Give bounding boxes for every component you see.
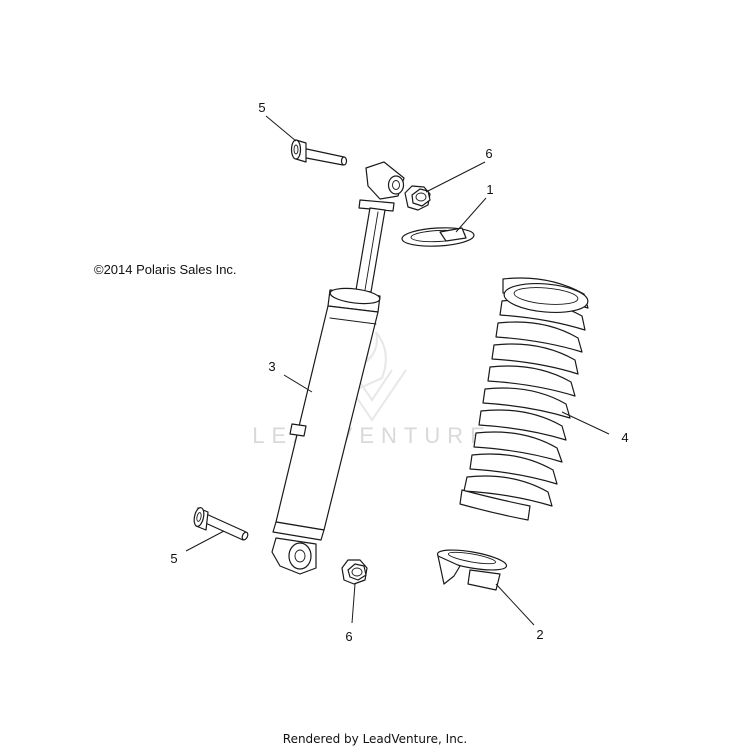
- coil-spring[interactable]: [459, 277, 589, 521]
- copyright-notice: ©2014 Polaris Sales Inc.: [94, 262, 237, 277]
- nut-bottom[interactable]: [341, 559, 368, 585]
- callout-3: 3: [268, 359, 275, 374]
- spring-seat[interactable]: [436, 546, 508, 591]
- callout-5-top: 5: [258, 100, 265, 115]
- callout-5-bottom: 5: [170, 551, 177, 566]
- shock-absorber[interactable]: [271, 161, 405, 575]
- callout-4: 4: [621, 430, 628, 445]
- callout-2: 2: [536, 627, 543, 642]
- rendered-by-footer: Rendered by LeadVenture, Inc.: [282, 732, 468, 746]
- watermark-text: LEADVENTURE: [252, 423, 492, 448]
- spring-retainer[interactable]: [401, 226, 475, 248]
- callout-numbers: 5 6 1 3 4 5 6 2: [170, 100, 628, 644]
- watermark: LEADVENTURE: [252, 328, 492, 448]
- leader-lines: [185, 115, 610, 626]
- nut-top[interactable]: [404, 185, 431, 211]
- callout-6-top: 6: [485, 146, 492, 161]
- callout-1: 1: [486, 182, 493, 197]
- bolt-top[interactable]: [290, 139, 348, 166]
- bolt-bottom[interactable]: [193, 507, 249, 541]
- callout-6-bottom: 6: [345, 629, 352, 644]
